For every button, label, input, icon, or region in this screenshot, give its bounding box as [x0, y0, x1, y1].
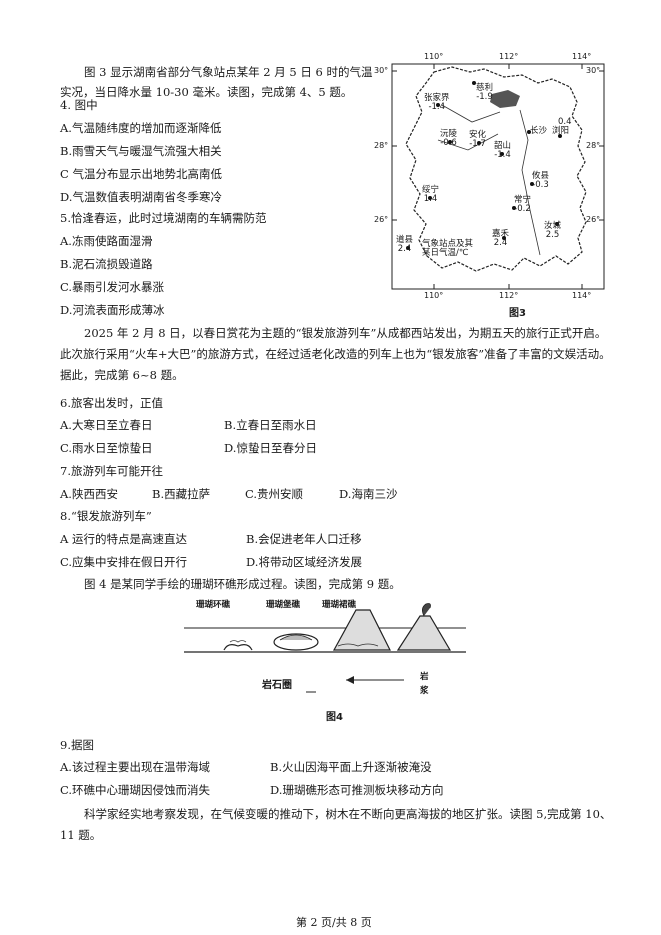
lon-label-110-bottom: 110°	[424, 291, 444, 300]
question-8-stem: 8.“银发旅游列车”	[60, 509, 152, 523]
q6-option-a: A.大寒日至立春日	[60, 418, 153, 432]
station-liuyang: 浏阳	[552, 126, 570, 136]
q8-option-d: D.将带动区域经济发展	[246, 555, 362, 569]
question-6-stem: 6.旅客出发时，正值	[60, 396, 163, 410]
q4-option-d: D.气温数值表明湖南省冬季寒冷	[60, 190, 222, 204]
figure-3-map: 110° 112° 114° 110° 112° 114° 30° 28° 26…	[372, 50, 612, 320]
label-atoll: 珊瑚环礁	[196, 600, 231, 610]
lat-label-28: 28°	[374, 141, 389, 150]
question-5-stem: 5.恰逢春运，此时过境湖南的车辆需防范	[60, 211, 267, 225]
label-lithosphere: 岩石圈	[262, 680, 292, 691]
q5-option-d: D.河流表面形成薄冰	[60, 303, 165, 317]
q4-option-b: B.雨雪天气与暖湿气流强大相关	[60, 144, 222, 158]
q8-option-a: A 运行的特点是高速直达	[60, 532, 187, 546]
map-legend: 气象站点及其某日气温/℃	[422, 239, 474, 258]
label-magma-2: 浆	[420, 686, 429, 696]
q4-option-c: C 气温分布显示出地势北高南低	[60, 167, 222, 181]
lat-label-30-right: 30°	[586, 66, 601, 75]
question-4-stem: 4. 图中	[60, 98, 98, 112]
lon-label-112-bottom: 112°	[499, 291, 519, 300]
lat-label-30: 30°	[374, 66, 389, 75]
lon-label-112: 112°	[499, 52, 519, 61]
intro-q4-5: 图 3 显示湖南省部分气象站点某年 2 月 5 日 6 时的气温实况，当日降水量…	[60, 65, 373, 99]
q8-option-c: C.应集中安排在假日开行	[60, 555, 188, 569]
page-footer: 第 2 页/共 8 页	[296, 916, 372, 929]
q7-option-a: A.陕西西安	[60, 487, 118, 501]
figure-4-coral-atoll: 珊瑚环礁 珊瑚堡礁 珊瑚裙礁 岩石圈 岩 浆 图4	[176, 596, 476, 726]
station-changning: 常宁-0.2	[514, 195, 532, 214]
station-changsha: 长沙	[530, 126, 548, 136]
q7-option-c: C.贵州安顺	[245, 487, 304, 501]
station-shaoshan: 韶山-1.4	[494, 141, 512, 160]
hunan-boundary	[405, 66, 587, 272]
q6-option-d: D.惊蛰日至春分日	[224, 441, 317, 455]
question-7-stem: 7.旅游列车可能开往	[60, 464, 163, 478]
intro-q9: 图 4 是某同学手绘的珊瑚环礁形成过程。读图，完成第 9 题。	[84, 577, 401, 591]
station-anhua: 安化-1.7	[469, 130, 487, 149]
q9-option-c: C.环礁中心珊瑚因侵蚀而消失	[60, 783, 211, 797]
lat-label-26-right: 26°	[586, 215, 601, 224]
q8-option-b: B.会促进老年人口迁移	[246, 532, 362, 546]
intro-q6-8: 2025 年 2 月 8 日，以春日赏花为主题的“银发旅游列车”从成都西站发出，…	[60, 326, 611, 382]
q9-option-b: B.火山因海平面上升逐渐被淹没	[270, 760, 432, 774]
q5-option-a: A.冻雨使路面湿滑	[60, 234, 153, 248]
q6-option-c: C.雨水日至惊蛰日	[60, 441, 153, 455]
label-barrier-reef: 珊瑚堡礁	[266, 600, 301, 610]
label-fringing-reef: 珊瑚裙礁	[322, 600, 357, 610]
station-youxian: 攸县-0.3	[532, 171, 550, 190]
lon-label-114-bottom: 114°	[572, 291, 592, 300]
q7-option-b: B.西藏拉萨	[152, 487, 211, 501]
label-magma-1: 岩	[420, 672, 429, 682]
q9-option-a: A.该过程主要出现在温带海域	[60, 760, 210, 774]
station-cili: 慈利-1.9	[476, 83, 494, 102]
station-zhangjiajie: 张家界-1.4	[424, 93, 450, 112]
q5-option-c: C.暴雨引发河水暴涨	[60, 280, 165, 294]
q4-option-a: A.气温随纬度的增加而逐渐降低	[60, 121, 222, 135]
lat-label-28-right: 28°	[586, 141, 601, 150]
figure-3-caption: 图3	[509, 308, 526, 319]
q9-option-d: D.珊瑚礁形态可推测板块移动方向	[270, 783, 444, 797]
figure-4-caption: 图4	[326, 712, 343, 723]
station-yuanling: 沅陵-0.6	[440, 129, 458, 148]
intro-q10-11: 科学家经实地考察发现，在气候变暖的推动下，树木在不断向更高海拔的地区扩张。读图 …	[60, 807, 612, 842]
question-9-stem: 9.据图	[60, 738, 94, 752]
q7-option-d: D.海南三沙	[339, 487, 398, 501]
lat-label-26: 26°	[374, 215, 389, 224]
q5-option-b: B.泥石流损毁道路	[60, 257, 153, 271]
q6-option-b: B.立春日至雨水日	[224, 418, 317, 432]
lon-label-114: 114°	[572, 52, 592, 61]
station-changsha-temp: 0.4	[558, 117, 572, 127]
lon-label-110: 110°	[424, 52, 444, 61]
